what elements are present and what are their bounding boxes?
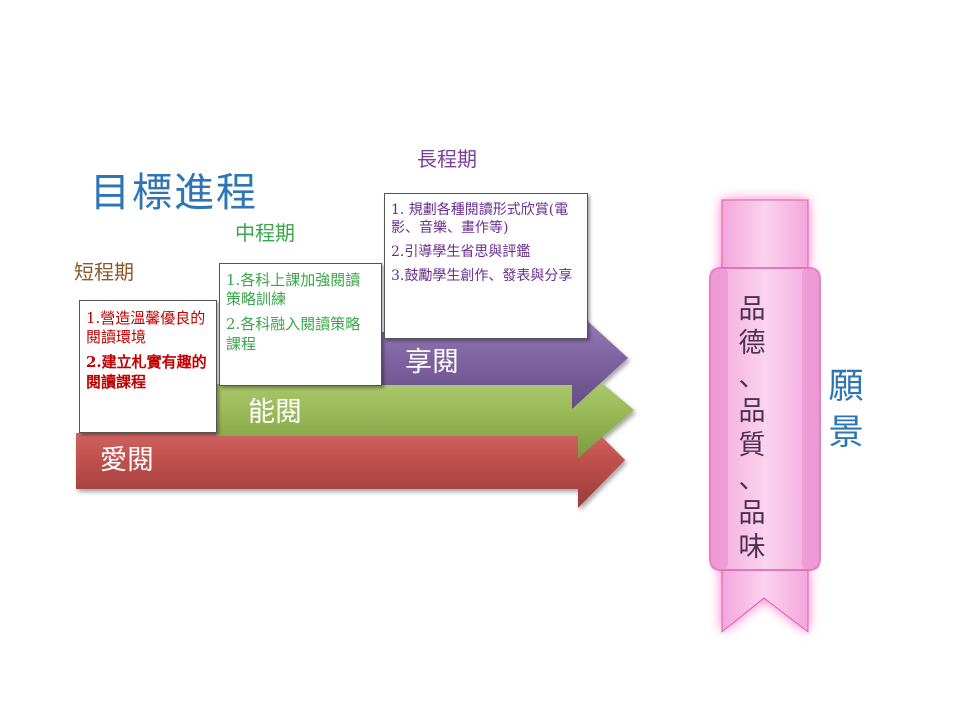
vision-char: 德	[734, 327, 770, 361]
vision-char: 、	[734, 361, 770, 395]
goal-item: 2.建立札實有趣的閱讀課程	[86, 353, 210, 391]
vision-char: 品	[734, 497, 770, 531]
vision-char: 品	[734, 293, 770, 327]
goal-item: 1. 規劃各種閱讀形式欣賞(電影、音樂、畫作等)	[391, 202, 581, 238]
vision-char: 、	[734, 463, 770, 497]
vision-label-char: 景	[826, 410, 866, 456]
vision-label: 願 景	[826, 364, 866, 456]
goal-item: 2.各科融入閱讀策略課程	[226, 315, 375, 353]
goal-item: 1.各科上課加強閱讀策略訓練	[226, 271, 375, 309]
goal-item: 1.營造溫馨優良的閱讀環境	[86, 309, 210, 347]
arrow-label-short: 愛閱	[100, 438, 154, 477]
short-term-goals-box: 1.營造溫馨優良的閱讀環境 2.建立札實有趣的閱讀課程	[79, 300, 217, 433]
vision-char: 質	[734, 429, 770, 463]
arrow-label-mid: 能閱	[248, 390, 302, 429]
vision-label-char: 願	[826, 364, 866, 410]
vision-banner-text: 品 德 、 品 質 、 品 味	[734, 293, 770, 565]
mid-term-goals-box: 1.各科上課加強閱讀策略訓練 2.各科融入閱讀策略課程	[219, 263, 382, 386]
long-term-goals-box: 1. 規劃各種閱讀形式欣賞(電影、音樂、畫作等) 2.引導學生省思與評鑑 3.鼓…	[384, 193, 588, 339]
goal-item: 2.引導學生省思與評鑑	[391, 244, 581, 262]
goal-item: 3.鼓勵學生創作、發表與分享	[391, 268, 581, 286]
vision-char: 味	[734, 531, 770, 565]
vision-char: 品	[734, 395, 770, 429]
arrow-label-long: 享閱	[405, 340, 459, 379]
